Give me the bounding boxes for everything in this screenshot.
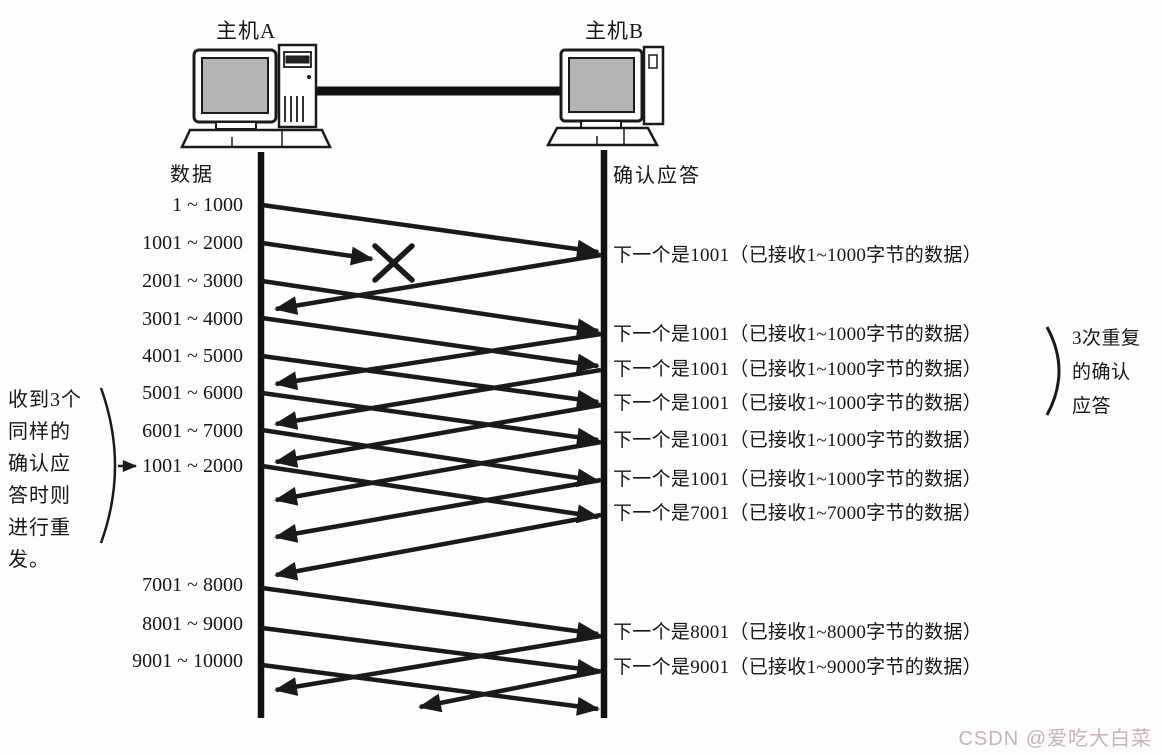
host-a-title: 主机A: [216, 19, 277, 43]
data-arrow-5: [261, 390, 600, 447]
lost-segment-x-icon: [372, 243, 415, 283]
data-column-header: 数据: [170, 164, 214, 186]
ack-label-0: 下一个是1001（已接收1~1000字节的数据）: [613, 245, 982, 266]
data-arrow-10: [261, 662, 600, 716]
segment-label-0: 1 ~ 1000: [172, 194, 243, 216]
note-line: 3次重复: [1072, 328, 1141, 349]
ack-arrow-6: [274, 512, 602, 581]
segment-label-2: 2001 ~ 3000: [142, 270, 243, 292]
data-arrow-7: [261, 463, 600, 524]
left-note-brace: [99, 387, 138, 544]
ack-arrow-0: [274, 252, 602, 315]
segment-label-8: 7001 ~ 8000: [142, 574, 243, 596]
ack-arrow-3: [274, 402, 602, 468]
ack-label-5: 下一个是1001（已接收1~1000字节的数据）: [613, 469, 982, 490]
segment-label-3: 3001 ~ 4000: [142, 308, 243, 330]
duplicate-ack-note: 3次重复 的确认 应答: [1072, 322, 1141, 424]
data-arrow-4: [261, 353, 600, 409]
segment-label-5: 5001 ~ 6000: [142, 382, 243, 404]
ack-label-3: 下一个是1001（已接收1~1000字节的数据）: [613, 393, 982, 414]
ack-label-2: 下一个是1001（已接收1~1000字节的数据）: [613, 359, 982, 380]
data-arrow-9: [261, 625, 600, 678]
ack-arrow-5: [274, 477, 602, 543]
segment-label-1: 1001 ~ 2000: [142, 232, 243, 254]
right-note-brace: [1045, 326, 1061, 416]
ack-arrow-8: [418, 668, 602, 713]
watermark: CSDN @爱吃大白菜: [958, 728, 1152, 750]
data-arrow-1: [261, 240, 374, 266]
ack-arrow-7: [274, 633, 602, 696]
retransmit-note: 收到3个 同样的 确认应 答时则 进行重 发。: [8, 384, 104, 576]
note-line: 答时则: [8, 485, 71, 507]
segment-label-7: 1001 ~ 2000: [142, 455, 243, 477]
data-arrow-2: [261, 278, 600, 338]
ack-label-1: 下一个是1001（已接收1~1000字节的数据）: [613, 324, 982, 345]
note-line: 确认应: [8, 453, 71, 475]
host-b-computer-icon: [545, 45, 665, 147]
note-line: 的确认: [1072, 362, 1131, 383]
ack-label-6: 下一个是7001（已接收1~7000字节的数据）: [613, 503, 982, 524]
data-arrow-3: [261, 315, 600, 373]
ack-arrow-4: [274, 439, 602, 506]
segment-label-6: 6001 ~ 7000: [142, 420, 243, 442]
note-line: 进行重: [8, 517, 71, 539]
segment-label-9: 8001 ~ 9000: [142, 613, 243, 635]
ack-arrow-1: [274, 331, 602, 391]
note-line: 同样的: [8, 421, 71, 443]
data-arrow-0: [261, 202, 600, 259]
message-arrows: [261, 202, 602, 716]
ack-label-4: 下一个是1001（已接收1~1000字节的数据）: [613, 430, 982, 451]
ack-label-7: 下一个是8001（已接收1~8000字节的数据）: [613, 622, 982, 643]
ack-column-header: 确认应答: [613, 165, 701, 187]
note-line: 应答: [1072, 396, 1112, 417]
note-line: 发。: [8, 549, 50, 571]
data-arrow-8: [261, 585, 600, 641]
ack-arrow-2: [274, 367, 602, 430]
data-arrow-6: [261, 427, 600, 488]
segment-label-10: 9001 ~ 10000: [132, 650, 243, 672]
host-b-title: 主机B: [585, 19, 645, 43]
note-line: 收到3个: [8, 389, 82, 411]
ack-label-8: 下一个是9001（已接收1~9000字节的数据）: [613, 657, 982, 678]
segment-label-4: 4001 ~ 5000: [142, 345, 243, 367]
host-a-computer-icon: [180, 43, 332, 149]
